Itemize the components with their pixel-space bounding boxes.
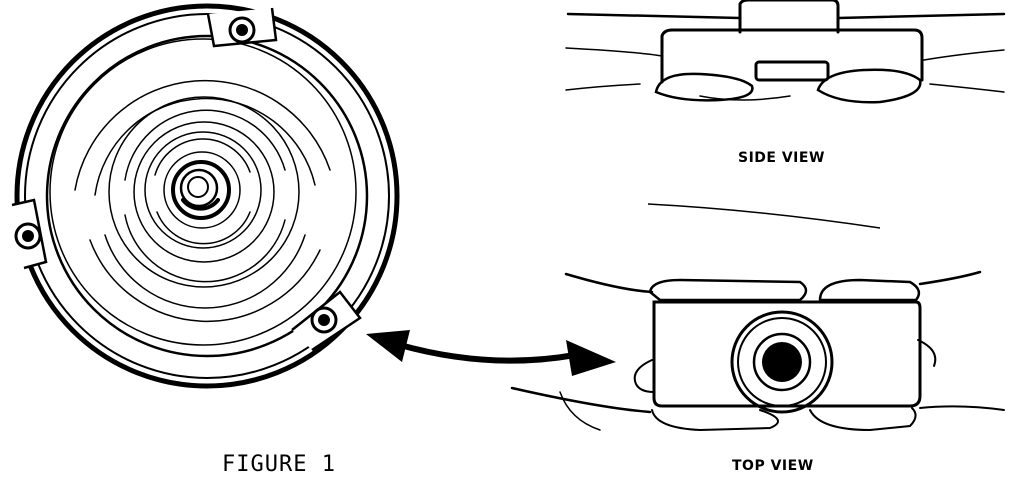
clamp-tab-left [11, 198, 48, 270]
clamp-tab-top [206, 7, 278, 48]
top-view-label: TOP VIEW [732, 458, 814, 474]
bolt-icon [318, 314, 330, 326]
double-headed-arrow-icon [366, 330, 616, 376]
side-view-drawing [565, 0, 1006, 104]
side-view-label: SIDE VIEW [738, 150, 825, 166]
clamp-tab-right [291, 290, 362, 352]
bore-icon [762, 342, 802, 382]
figure-caption: FIGURE 1 [222, 452, 336, 477]
top-view-drawing [510, 270, 1005, 432]
rotor-disc-drawing [14, 3, 400, 389]
bolt-icon [236, 24, 248, 36]
bolt-icon [22, 230, 34, 242]
divider-arc [647, 203, 881, 229]
